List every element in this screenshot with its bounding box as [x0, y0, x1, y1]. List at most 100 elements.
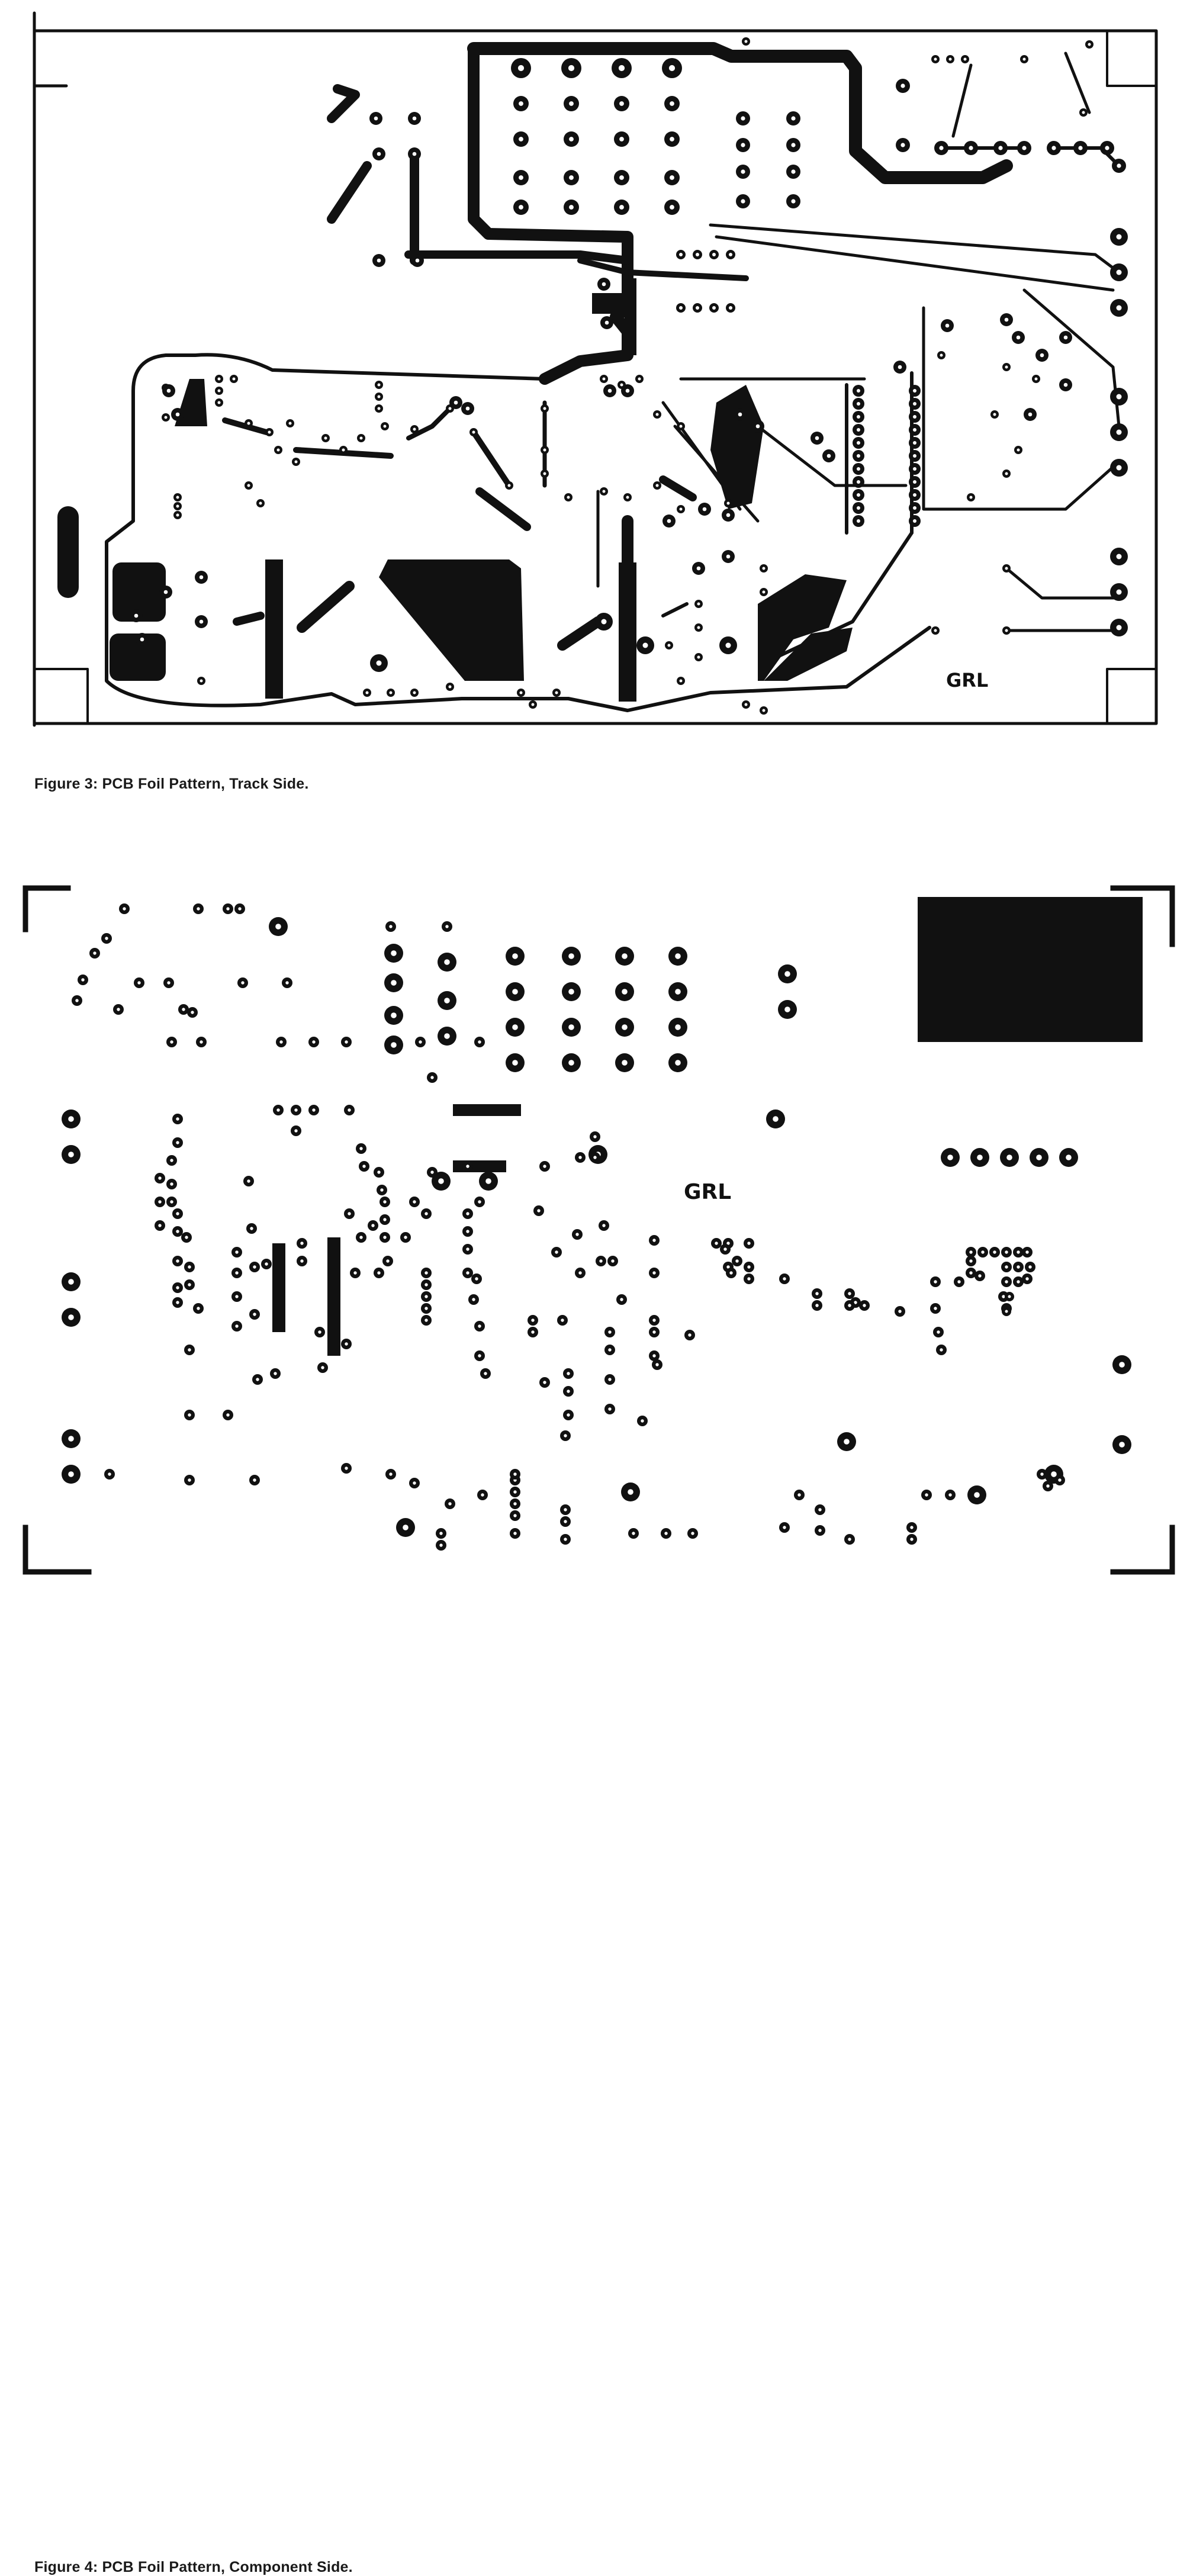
drill-hole [857, 415, 860, 419]
drill-hole [667, 644, 671, 647]
drill-hole [438, 1178, 444, 1184]
drill-hole [454, 400, 458, 405]
drill-hole [622, 989, 628, 995]
drill-hole [773, 1116, 779, 1122]
drill-hole [567, 1372, 570, 1375]
drill-hole [602, 1224, 606, 1227]
drill-hole [957, 1280, 961, 1284]
trace [709, 223, 1121, 274]
corner-square [33, 668, 89, 725]
drill-hole [377, 258, 381, 263]
drill-hole [413, 691, 416, 694]
drill-hole [137, 981, 141, 985]
drill-hole [163, 590, 168, 594]
drill-hole [1117, 163, 1121, 168]
drill-hole [386, 1259, 390, 1263]
drill-hole [791, 169, 796, 174]
power-trace [468, 43, 633, 385]
drill-hole [940, 353, 943, 357]
corner-mark [1110, 885, 1175, 947]
drill-hole [670, 205, 674, 210]
copper-pour [625, 278, 636, 355]
drill-hole [622, 953, 628, 959]
drill-hole [863, 1304, 866, 1307]
drill-hole [362, 1165, 366, 1168]
drill-hole [857, 402, 860, 406]
drill-hole [294, 1129, 298, 1133]
drill-hole [472, 1298, 475, 1301]
trace [327, 84, 360, 123]
drill-hole [444, 1033, 450, 1039]
drill-hole [377, 395, 381, 398]
drill-hole [448, 407, 452, 410]
drill-hole [998, 146, 1003, 150]
ground-plane-block [918, 897, 1143, 1042]
drill-hole [419, 1040, 422, 1044]
drill-hole [910, 1526, 914, 1529]
drill-hole [519, 175, 523, 180]
drill-hole [675, 1024, 681, 1030]
drill-hole [543, 407, 546, 410]
drill-hole [68, 1436, 74, 1442]
drill-hole [993, 1250, 996, 1254]
drill-hole [481, 1493, 484, 1497]
figure-3-caption: Figure 3: PCB Foil Pattern, Track Side. [34, 776, 309, 792]
drill-hole [93, 951, 97, 955]
drill-hole [783, 1277, 786, 1281]
drill-hole [744, 703, 748, 706]
drill-hole [569, 205, 574, 210]
drill-hole [217, 377, 221, 381]
drill-hole [844, 1439, 850, 1445]
drill-hole [679, 679, 683, 683]
drill-hole [466, 1247, 469, 1251]
drill-hole [543, 1165, 546, 1168]
trace [327, 161, 372, 224]
drill-hole [383, 1236, 387, 1239]
drill-hole [68, 1116, 74, 1122]
drill-hole [353, 1271, 357, 1275]
drill-hole [391, 980, 397, 986]
drill-hole [238, 907, 242, 911]
trace [404, 250, 632, 265]
drill-hole [747, 1242, 751, 1245]
drill-hole [345, 1040, 348, 1044]
drill-hole [602, 490, 606, 493]
drill-hole [1005, 567, 1008, 570]
drill-hole [176, 1301, 179, 1304]
drill-hole [747, 1265, 751, 1269]
drill-hole [642, 642, 648, 648]
drill-hole [969, 1259, 973, 1263]
drill-hole [377, 383, 381, 387]
drill-hole [675, 989, 681, 995]
drill-hole [485, 1178, 491, 1184]
drill-hole [279, 1040, 283, 1044]
drill-hole [391, 1012, 397, 1018]
drill-hole [170, 1159, 173, 1162]
drill-hole [620, 1298, 623, 1301]
drill-hole [1005, 1280, 1008, 1284]
copper-pour [619, 562, 636, 702]
drill-hole [712, 253, 716, 256]
copper-pour [379, 559, 524, 681]
drill-hole [1005, 472, 1008, 475]
drill-hole [726, 1242, 730, 1245]
trace [475, 487, 531, 531]
drill-hole [607, 388, 612, 393]
drill-hole [81, 978, 85, 982]
drill-hole [797, 1493, 801, 1497]
trace [471, 429, 512, 488]
drill-hole [670, 175, 674, 180]
drill-hole [675, 1060, 681, 1066]
drill-hole [276, 448, 280, 452]
drill-hole [537, 1209, 541, 1213]
drill-hole [444, 998, 450, 1004]
drill-hole [512, 989, 518, 995]
drill-hole [170, 1200, 173, 1204]
drill-hole [747, 1277, 751, 1281]
drill-hole [345, 1342, 348, 1346]
drill-hole [312, 1040, 316, 1044]
trace [951, 63, 973, 138]
drill-hole [513, 1514, 517, 1517]
drill-hole [898, 365, 902, 369]
drill-hole [376, 660, 382, 666]
